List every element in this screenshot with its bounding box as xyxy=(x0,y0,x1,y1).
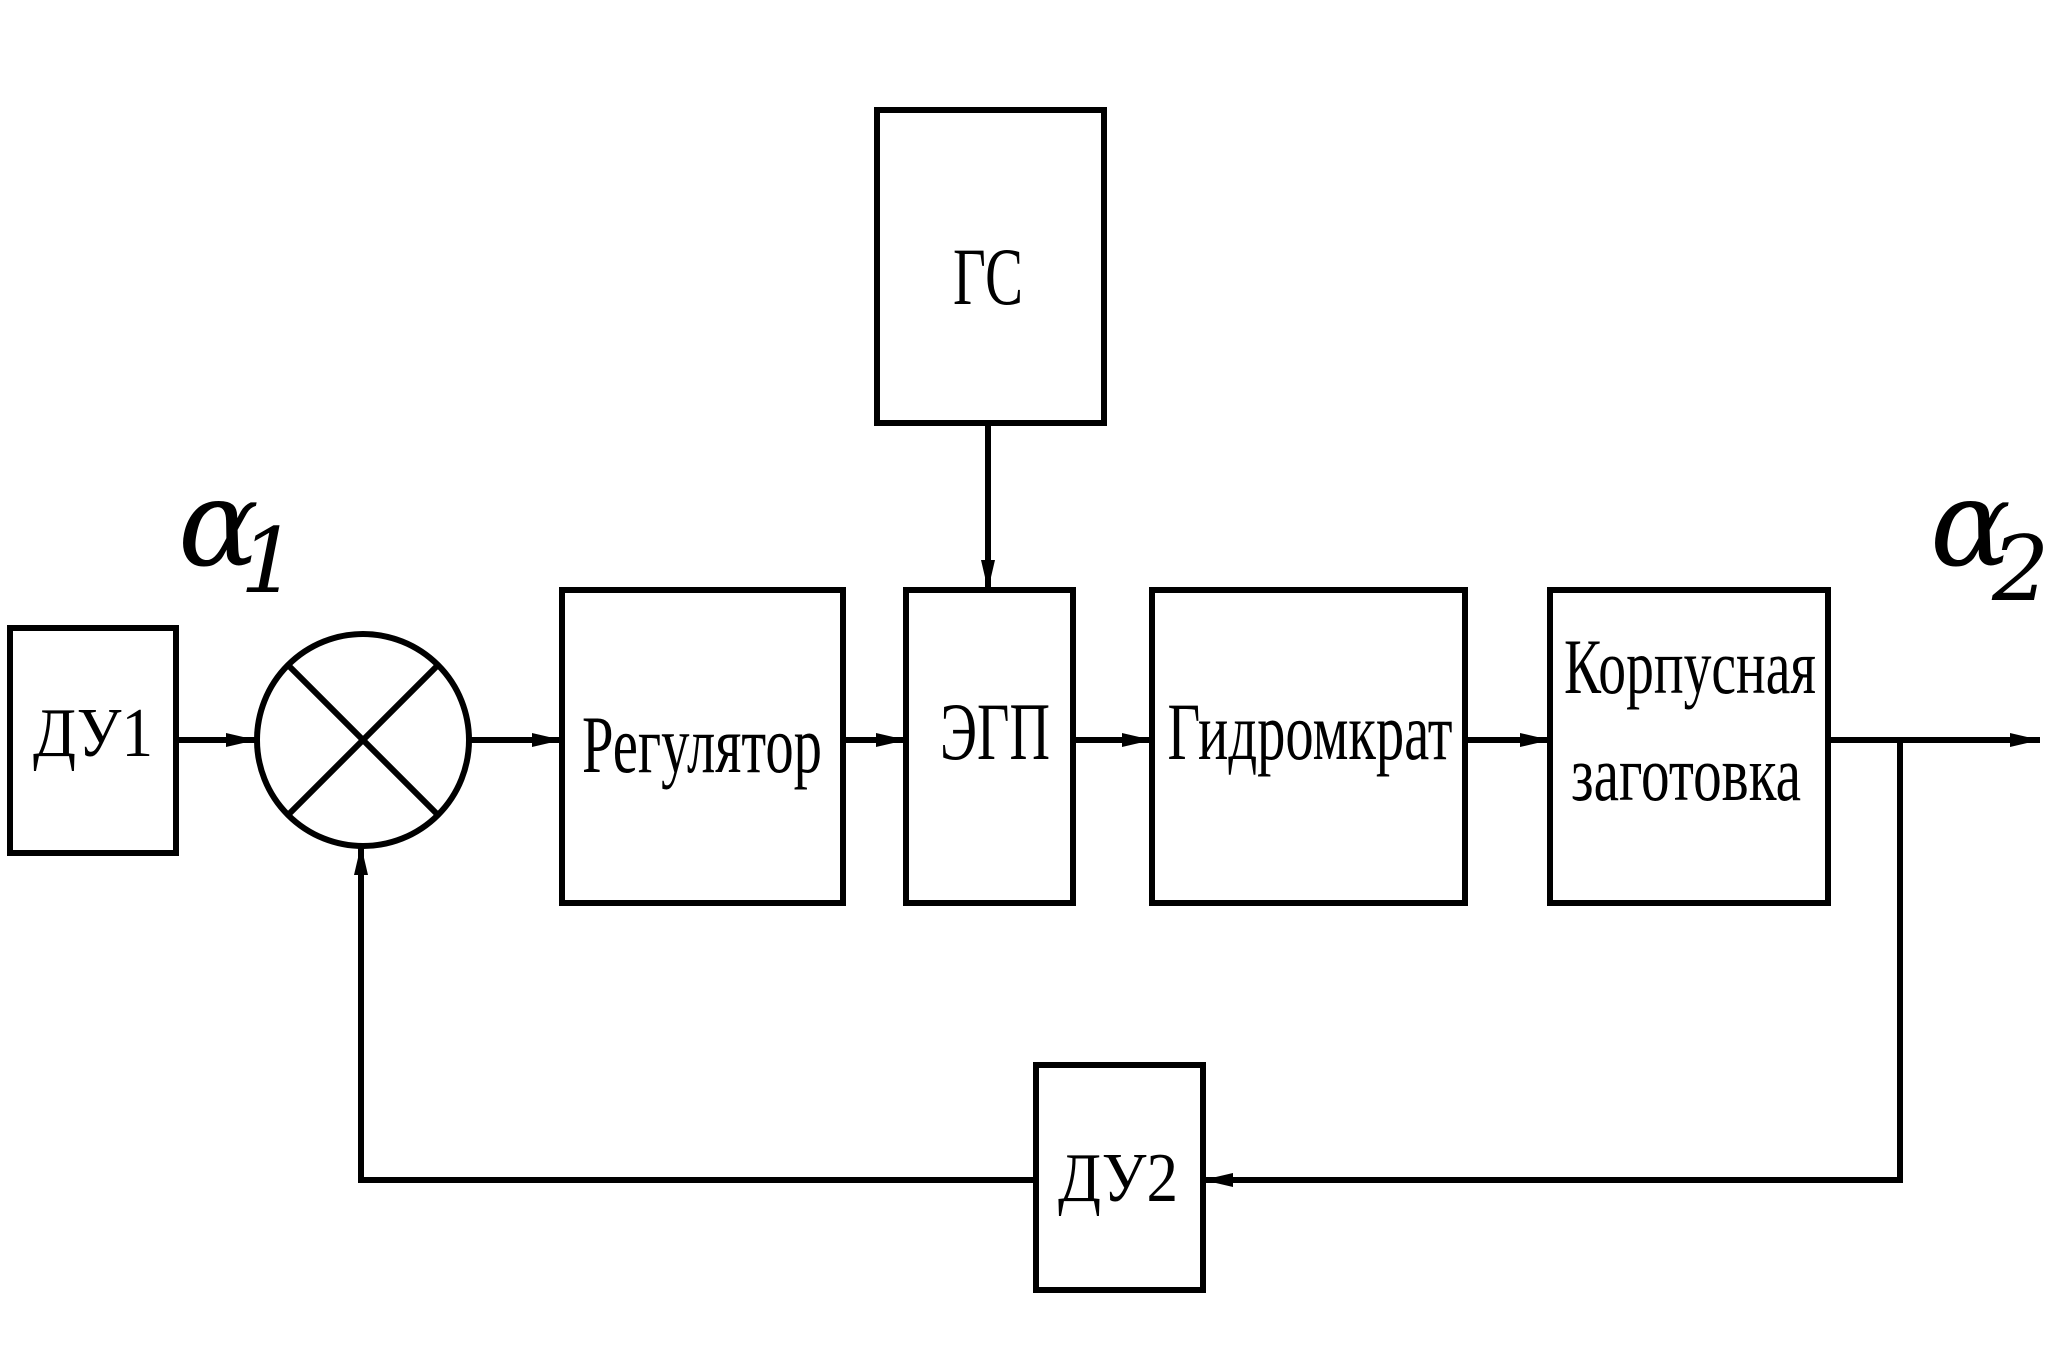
block-du1-label: ДУ1 xyxy=(33,695,153,772)
block-du2: ДУ2 xyxy=(1033,1062,1206,1293)
block-korpusnaya-label-line1: Корпусная xyxy=(1564,623,1816,710)
block-du1: ДУ1 xyxy=(7,625,179,856)
block-du2-label: ДУ2 xyxy=(1058,1140,1178,1217)
signal-alpha1-symbol: α xyxy=(178,455,259,594)
block-regulator: Регулятор xyxy=(559,587,846,906)
signal-alpha2-symbol: α xyxy=(1930,455,2011,594)
signal-alpha2-subscript: 2 xyxy=(1991,517,2048,622)
block-regulator-label: Регулятор xyxy=(582,699,822,790)
wire-feedback-to-sum xyxy=(354,845,1036,1183)
block-gs-label: ГС xyxy=(953,231,1023,322)
signal-alpha2: α 2 xyxy=(1930,455,2048,622)
signal-alpha1-subscript: 1 xyxy=(240,509,297,614)
block-gs: ГС xyxy=(874,107,1107,426)
block-egp: ЭГП xyxy=(903,587,1076,906)
summing-junction xyxy=(254,631,472,849)
block-korpusnaya-zagotovka: Корпусная заготовка xyxy=(1547,587,1831,906)
block-korpusnaya-label-line2: заготовка xyxy=(1571,730,1801,817)
signal-alpha1: α 1 xyxy=(178,455,297,614)
block-gidromkrat: Гидромкрат xyxy=(1149,587,1468,906)
block-egp-label: ЭГП xyxy=(940,686,1050,777)
block-gidromkrat-label: Гидромкрат xyxy=(1168,686,1453,777)
wire-feedback-down xyxy=(1203,740,1903,1187)
